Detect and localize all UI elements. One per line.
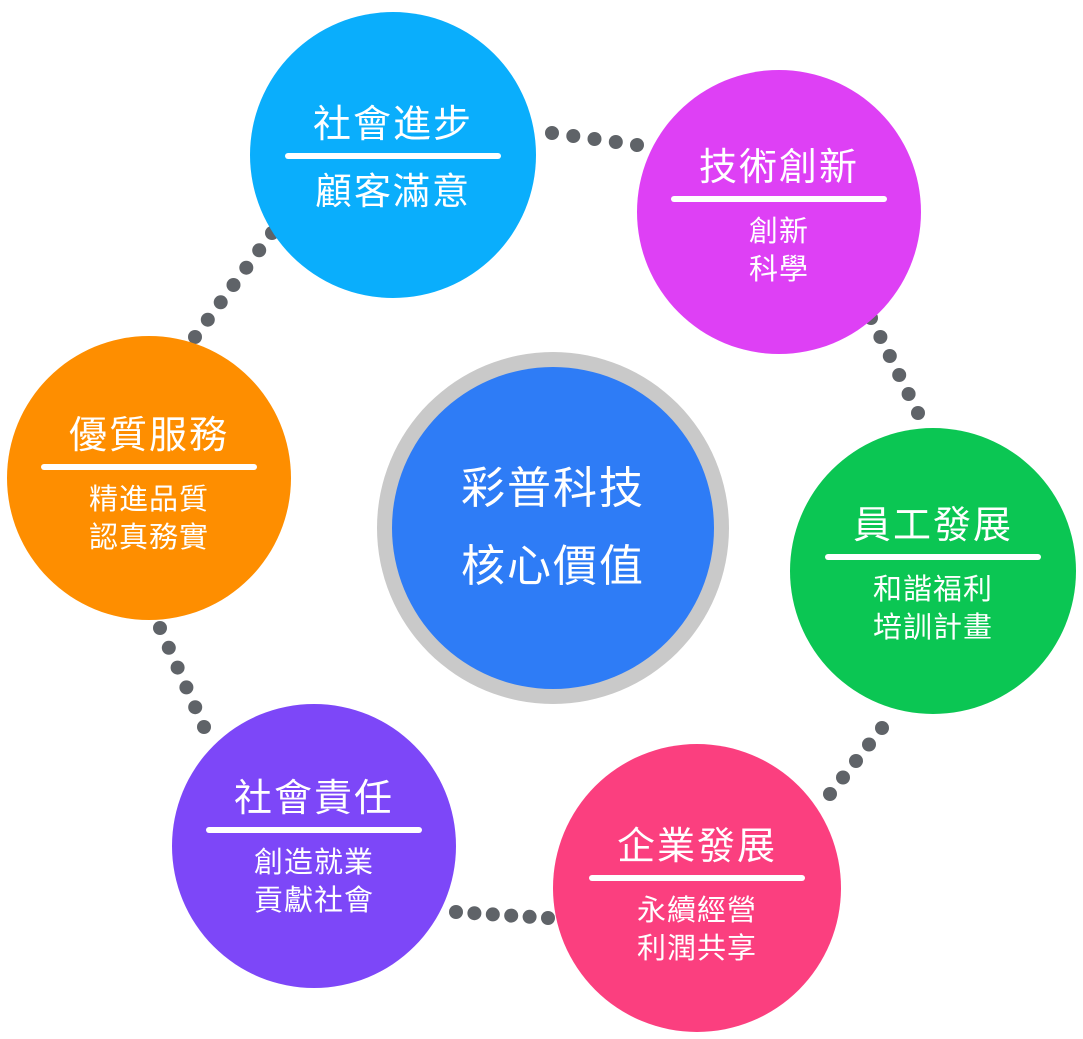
title-underline <box>285 153 501 159</box>
connector-dot <box>200 312 215 327</box>
node-subtitle-line-1: 精進品質 <box>88 482 209 516</box>
connector-dot <box>252 243 267 258</box>
node-subtitle-line-2: 培訓計畫 <box>872 610 993 644</box>
node-subtitle-line-2: 認真務實 <box>88 520 209 554</box>
connector-dot <box>467 906 482 921</box>
connector-dot <box>823 787 837 801</box>
connector-dot <box>522 909 537 924</box>
connector-dot <box>566 129 581 143</box>
title-underline <box>41 464 257 470</box>
node-subtitle-line-1: 永續經營 <box>636 893 757 927</box>
connector-dot <box>873 330 888 344</box>
connector-dot <box>836 770 850 785</box>
node-subtitle-line-1: 創新 <box>748 214 809 248</box>
connector-dot <box>630 138 644 152</box>
connector-dot <box>504 908 519 923</box>
connector-dot <box>875 721 889 735</box>
connector-dot <box>449 905 463 919</box>
node-title: 員工發展 <box>852 503 1013 547</box>
connector-dot <box>226 278 241 292</box>
connector-dot <box>587 132 602 146</box>
node-social-progress: 社會進步 顧客滿意 <box>250 12 536 298</box>
connector-dot <box>608 135 623 149</box>
connector-dot <box>892 368 907 382</box>
node-tech-innovation: 技術創新 創新 科學 <box>637 70 921 354</box>
connector-dot <box>239 260 254 275</box>
node-title: 社會責任 <box>233 776 394 820</box>
node-staff-development: 員工發展 和諧福利 培訓計畫 <box>790 428 1076 714</box>
connector-dot <box>901 387 916 401</box>
core-value-line-1: 彩普科技 <box>461 463 645 514</box>
node-quality-service: 優質服務 精進品質 認真務實 <box>7 336 291 620</box>
title-underline <box>589 875 805 881</box>
node-title: 優質服務 <box>68 413 229 457</box>
connector-dot <box>213 295 228 310</box>
node-subtitle-line-2: 利潤共享 <box>636 931 757 965</box>
node-title: 社會進步 <box>312 102 473 146</box>
node-enterprise-development: 企業發展 永續經營 利潤共享 <box>553 744 841 1032</box>
connector-dot <box>882 349 897 363</box>
core-value-line-2: 核心價值 <box>461 541 645 592</box>
connector-dot <box>545 126 559 140</box>
node-social-responsibility: 社會責任 創造就業 貢獻社會 <box>172 704 456 988</box>
node-subtitle-line-1: 創造就業 <box>253 845 374 879</box>
connector-dot <box>541 911 555 925</box>
connector-dot <box>179 680 194 695</box>
connector-dot <box>862 737 876 752</box>
connector-dot <box>197 720 211 734</box>
node-title: 企業發展 <box>616 824 777 868</box>
connector-dot <box>485 907 500 922</box>
node-subtitle-line-2: 科學 <box>748 252 809 286</box>
node-title: 技術創新 <box>698 145 859 189</box>
connector-dot <box>188 700 203 715</box>
connector-dot <box>849 754 863 768</box>
connector-dot <box>170 660 185 675</box>
node-subtitle-line-1: 顧客滿意 <box>315 170 471 213</box>
connector-dot <box>188 330 202 344</box>
node-subtitle-line-2: 貢獻社會 <box>253 883 374 917</box>
core-value-circle: 彩普科技 核心價值 <box>392 367 714 689</box>
title-underline <box>825 554 1041 560</box>
connector-dot <box>911 406 925 420</box>
connector-dot <box>161 640 176 655</box>
title-underline <box>206 827 422 833</box>
node-subtitle-line-1: 和諧福利 <box>872 572 993 606</box>
title-underline <box>671 196 887 202</box>
connector-dot <box>153 621 167 635</box>
